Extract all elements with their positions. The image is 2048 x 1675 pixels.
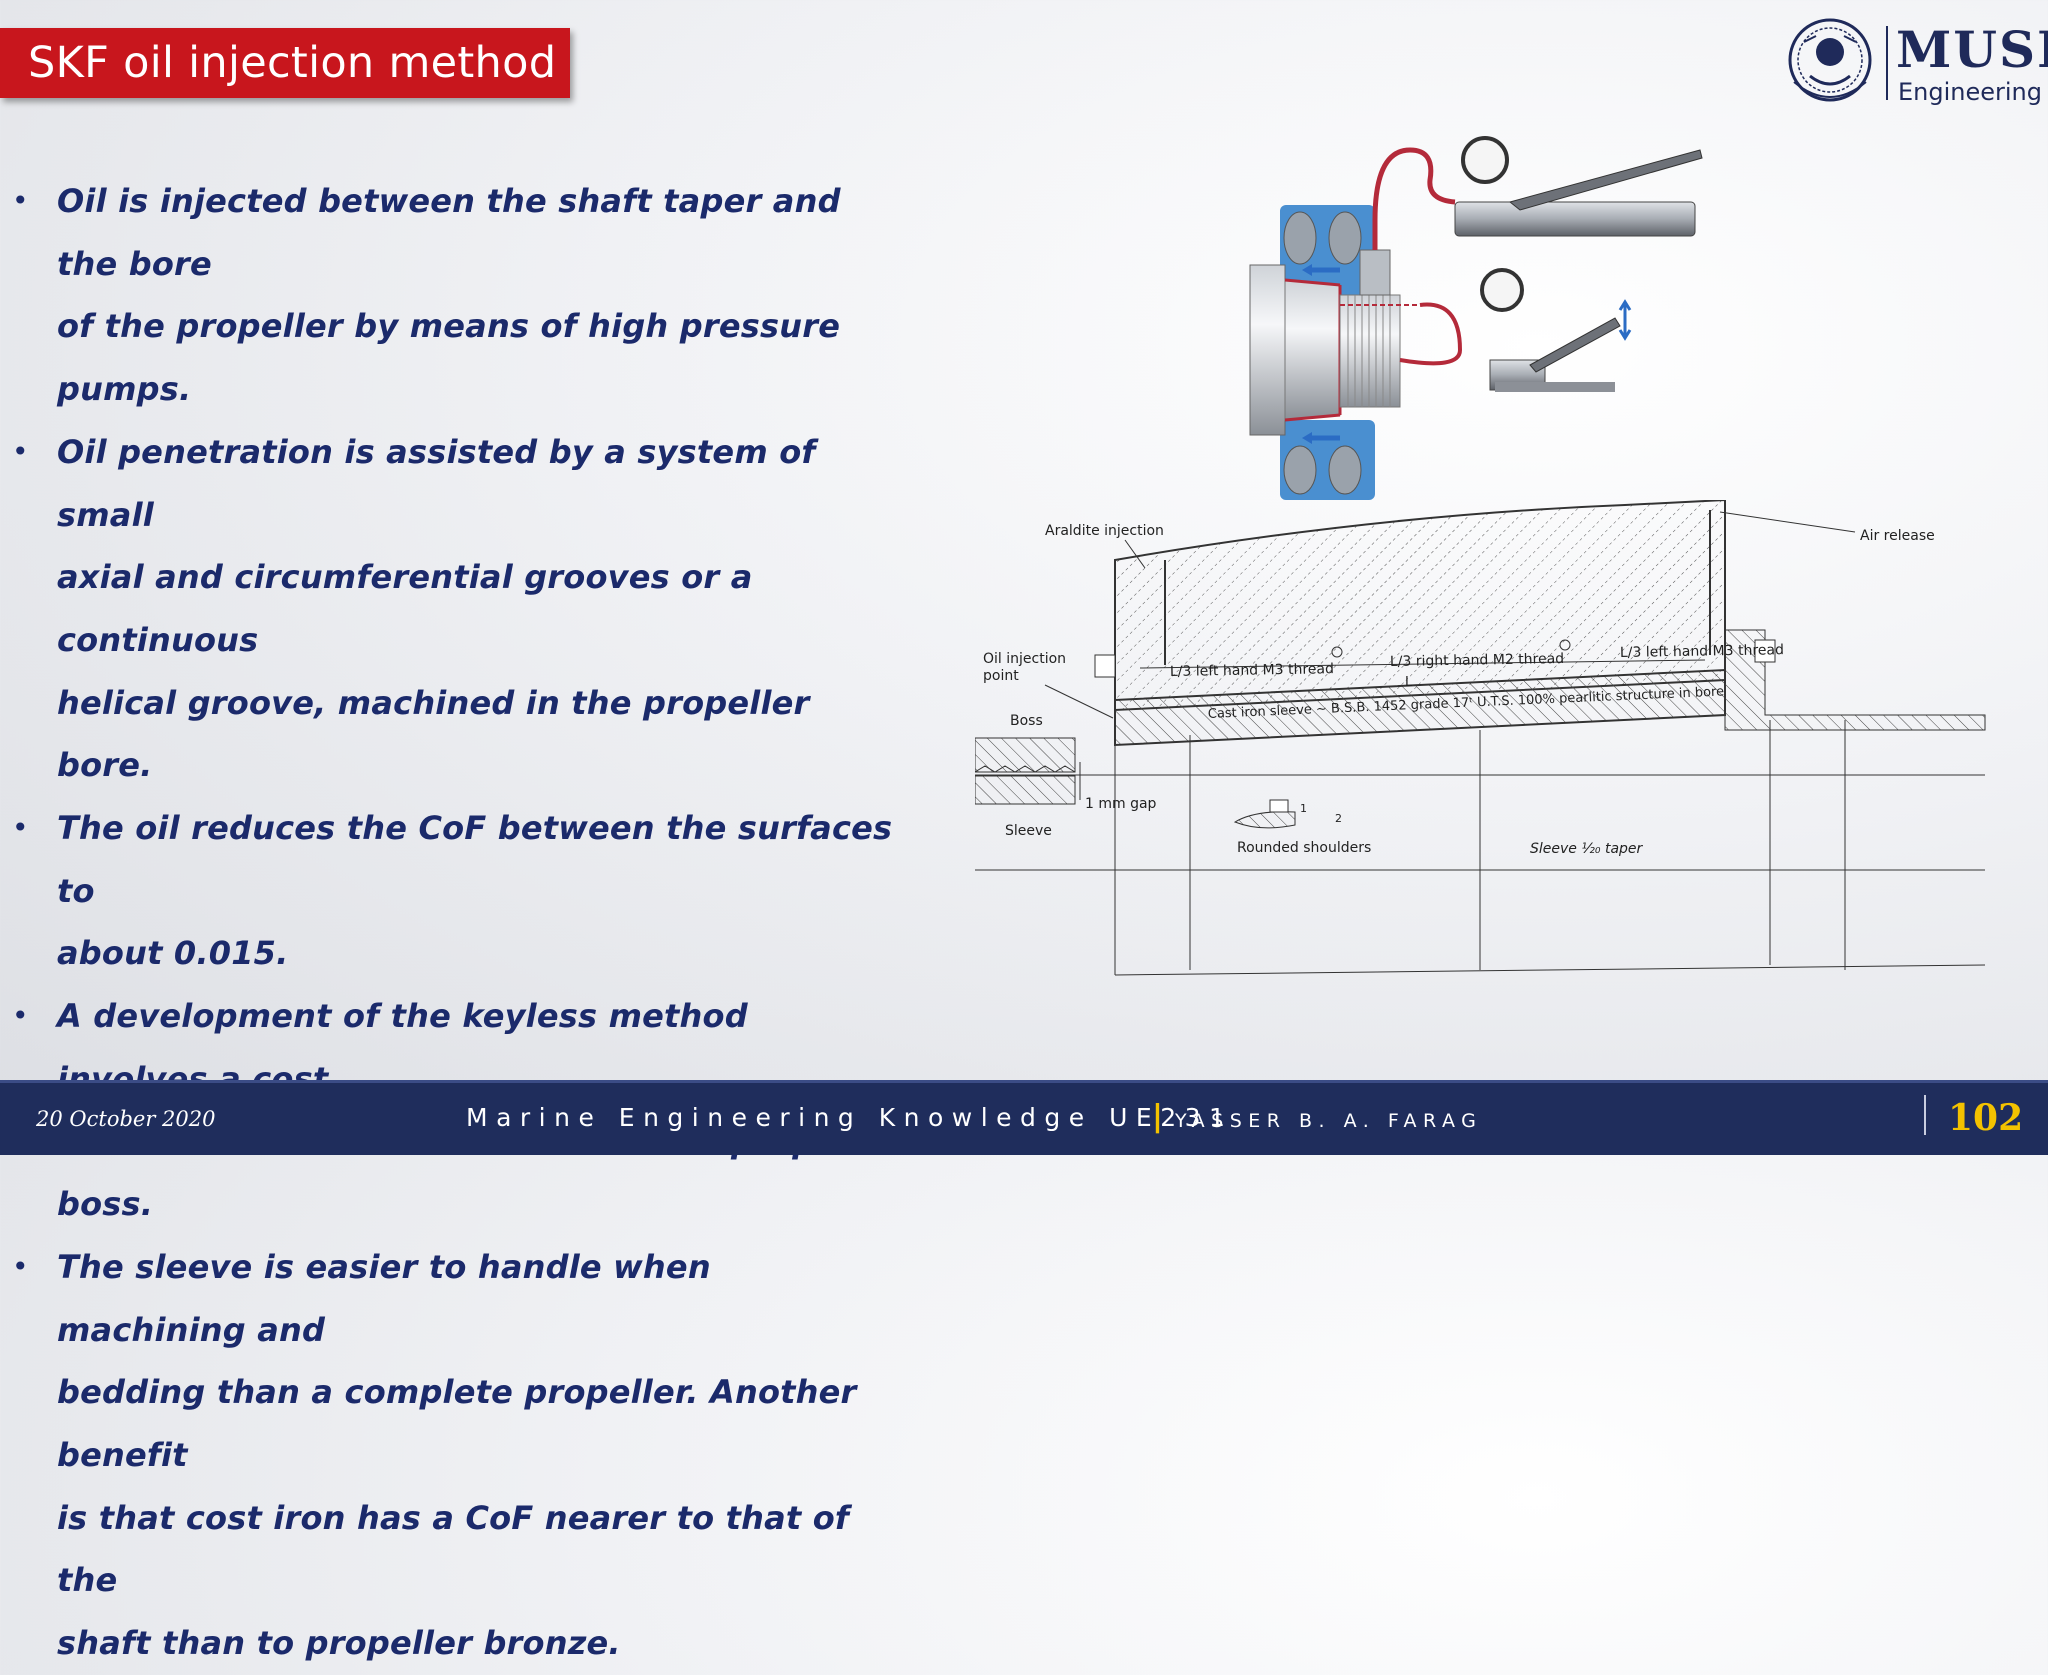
bullet-item: • The oil reduces the CoF between the sur… (8, 797, 908, 922)
propeller-boss (1114, 500, 1726, 712)
bullet-line: is that cost iron has a CoF nearer to th… (57, 1498, 850, 1600)
university-seal-icon (1788, 18, 1872, 102)
bullet-dot-icon: • (12, 184, 29, 217)
bullet-line: Oil penetration is assisted by a system … (57, 432, 816, 534)
logo-divider (1886, 26, 1888, 100)
sleeve-body (1284, 279, 1341, 421)
label-oil-injection-point: point (983, 668, 1019, 684)
label-rounded-shoulders: Rounded shoulders (1237, 840, 1371, 856)
bullet-item: • The sleeve is easier to handle when mac… (8, 1236, 908, 1361)
label-length: L (1405, 675, 1413, 690)
label-sleeve-taper: Sleeve ¹⁄₂₀ taper (1530, 841, 1644, 857)
bullet-dot-icon: • (12, 811, 29, 845)
bearing-bottom (1280, 420, 1375, 500)
label-air-release: Air release (1860, 528, 1935, 544)
bullet-continuation: is that cost iron has a CoF nearer to th… (8, 1487, 908, 1612)
bullet-line: of the propeller by means of high pressu… (57, 307, 841, 409)
bullet-dot-icon: • (12, 999, 29, 1033)
footer-date: 20 October 2020 (36, 1107, 216, 1131)
bullet-continuation: of the propeller by means of high pressu… (8, 295, 908, 420)
bullet-list: • Oil is injected between the shaft taper… (8, 170, 908, 1675)
label-boss: Boss (1010, 713, 1043, 729)
footer-divider (1924, 1095, 1926, 1135)
bullet-continuation: about 0.015. (8, 922, 908, 985)
bullet-line: shaft than to propeller bronze. (57, 1624, 621, 1663)
threaded-nut (1339, 294, 1401, 408)
bullet-continuation: shaft than to propeller bronze. (8, 1612, 908, 1675)
logo-subtitle: Engineering (1898, 78, 2042, 106)
oil-injection-illustration (1249, 136, 1703, 500)
bullet-item: • Oil is injected between the shaft taper… (8, 170, 908, 295)
title-banner: SKF oil injection method (0, 28, 570, 98)
footer-author: YASSER B. A. FARAG (1175, 1110, 1483, 1132)
bullet-line: helical groove, machined in the propelle… (57, 683, 810, 785)
bullet-line: about 0.015. (57, 934, 289, 973)
pressure-gauge-icon (1480, 268, 1524, 312)
pressure-gauge-icon (1461, 136, 1509, 184)
keyless-sleeve-drawing: Araldite injection Air release Oil injec… (975, 500, 1986, 976)
footer-bar: 20 October 2020 Marine Engineering Knowl… (0, 1080, 2048, 1155)
arrow-updown-icon (1618, 299, 1632, 341)
rounded-shoulder-detail (1233, 799, 1296, 829)
footer-course: Marine Engineering Knowledge UE231 (466, 1103, 1234, 1132)
label-thread-left-a: L/3 left hand M3 thread (1170, 661, 1334, 680)
bullet-line: axial and circumferential grooves or a c… (57, 558, 753, 659)
thread-detail-inset (975, 737, 1081, 805)
label-gap: 1 mm gap (1085, 796, 1157, 812)
bullet-continuation: axial and circumferential grooves or a c… (8, 546, 908, 671)
bullet-continuation: bedding than a complete propeller. Anoth… (8, 1361, 908, 1486)
label-fraction: 1 (1300, 802, 1307, 815)
tapered-shaft (1249, 264, 1286, 436)
bullet-line: The oil reduces the CoF between the surf… (57, 809, 893, 910)
logo-name: MUSI (1896, 20, 2048, 79)
hand-pump-upper (1454, 201, 1696, 237)
bullet-dot-icon: • (12, 434, 29, 468)
bullet-item: • Oil penetration is assisted by a system… (8, 421, 908, 546)
musi-logo: MUSI Engineering (1780, 12, 2048, 112)
bullet-line: bedding than a complete propeller. Anoth… (57, 1373, 857, 1475)
label-oil-injection: Oil injection (983, 651, 1066, 667)
page-number: 102 (1948, 1097, 2024, 1139)
bullet-continuation: helical groove, machined in the propelle… (8, 672, 908, 797)
footer-separator: | (1152, 1099, 1163, 1134)
slide-title: SKF oil injection method (28, 38, 557, 88)
bullet-line: The sleeve is easier to handle when mach… (57, 1247, 711, 1349)
label-thread-left-b: L/3 left hand M3 thread (1620, 642, 1784, 661)
label-araldite: Araldite injection (1045, 523, 1164, 539)
bullet-dot-icon: • (12, 1249, 29, 1283)
label-fraction-den: 2 (1335, 812, 1342, 825)
bullet-line: Oil is injected between the shaft taper … (57, 182, 841, 283)
label-thread-right: L/3 right hand M2 thread (1390, 651, 1564, 670)
label-sleeve: Sleeve (1005, 823, 1052, 839)
